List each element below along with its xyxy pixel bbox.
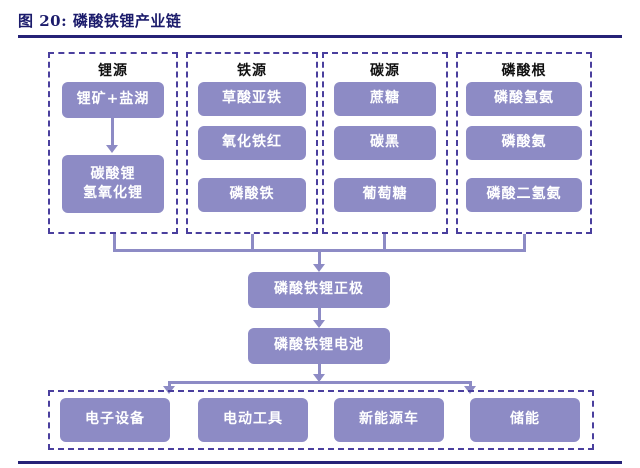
box-label: 磷酸二氢氨 xyxy=(486,186,562,203)
box-app-nev[interactable]: 新能源车 xyxy=(334,398,444,442)
arrow-battery-down xyxy=(313,374,325,382)
box-lithium-ore-brine[interactable]: 锂矿+盐湖 xyxy=(62,82,164,118)
connector-stub-phosphate xyxy=(523,234,526,252)
box-label: 电动工具 xyxy=(223,411,283,428)
box-iron-oxide-red[interactable]: 氧化铁红 xyxy=(198,126,306,160)
box-lithium-carbonate-hydroxide[interactable]: 碳酸锂 氢氧化锂 xyxy=(62,155,164,213)
group-applications xyxy=(48,390,594,450)
arrow-merge-to-cathode xyxy=(313,264,325,272)
box-label-line-2: 氢氧化锂 xyxy=(83,185,143,201)
box-ammonium-dihydrogen-phosphate[interactable]: 磷酸二氢氨 xyxy=(466,178,582,212)
connector-stub-carbon xyxy=(383,234,386,252)
arrow-lithium-down xyxy=(106,145,118,153)
connector-stub-iron xyxy=(251,234,254,252)
box-glucose[interactable]: 葡萄糖 xyxy=(334,178,436,212)
connector-lithium-vertical xyxy=(111,118,114,150)
box-label: 锂矿+盐湖 xyxy=(76,91,150,108)
box-sucrose[interactable]: 蔗糖 xyxy=(334,82,436,116)
group-title-iron: 铁源 xyxy=(237,63,267,79)
box-label: 蔗糖 xyxy=(370,90,400,107)
box-label: 磷酸氢氨 xyxy=(494,90,554,107)
group-carbon: 碳源 xyxy=(322,52,448,234)
box-label-line-1: 碳酸锂 xyxy=(90,166,136,183)
box-label: 碳黑 xyxy=(370,134,400,151)
box-ammonium-phosphate[interactable]: 磷酸氨 xyxy=(466,126,582,160)
footer-divider-rule xyxy=(18,461,622,464)
box-lfp-cathode[interactable]: 磷酸铁锂正极 xyxy=(248,272,390,308)
box-label: 葡萄糖 xyxy=(362,186,408,203)
connector-stub-lithium xyxy=(113,234,116,252)
group-iron: 铁源 xyxy=(186,52,318,234)
group-title-phosphate: 磷酸根 xyxy=(501,63,547,79)
box-label: 磷酸氨 xyxy=(501,134,547,151)
box-label: 储能 xyxy=(510,411,540,428)
box-label: 氧化铁红 xyxy=(222,134,282,151)
box-carbon-black[interactable]: 碳黑 xyxy=(334,126,436,160)
box-label: 草酸亚铁 xyxy=(222,90,282,107)
connector-merge-to-cathode xyxy=(318,249,321,269)
group-title-lithium: 锂源 xyxy=(98,63,128,79)
box-app-storage[interactable]: 储能 xyxy=(470,398,580,442)
box-ammonium-hydrogen-phosphate[interactable]: 磷酸氢氨 xyxy=(466,82,582,116)
connector-fanout-bar xyxy=(168,381,472,384)
box-label: 磷酸铁 xyxy=(229,186,275,203)
box-label: 磷酸铁锂电池 xyxy=(274,337,364,354)
box-label: 磷酸铁锂正极 xyxy=(274,281,364,298)
box-app-power-tools[interactable]: 电动工具 xyxy=(198,398,308,442)
group-title-carbon: 碳源 xyxy=(370,63,400,79)
figure-title: 图 20: 磷酸铁锂产业链 xyxy=(18,12,182,30)
group-phosphate: 磷酸根 xyxy=(456,52,592,234)
box-lfp-battery[interactable]: 磷酸铁锂电池 xyxy=(248,328,390,364)
box-label: 新能源车 xyxy=(359,411,419,428)
box-iron-phosphate[interactable]: 磷酸铁 xyxy=(198,178,306,212)
group-lithium: 锂源 xyxy=(48,52,178,234)
title-divider-rule xyxy=(18,35,622,38)
box-label: 电子设备 xyxy=(85,411,145,428)
arrow-cathode-to-battery xyxy=(313,320,325,328)
connector-battery-down xyxy=(318,364,321,380)
connector-cathode-to-battery xyxy=(318,308,321,326)
box-app-electronics[interactable]: 电子设备 xyxy=(60,398,170,442)
box-ferrous-oxalate[interactable]: 草酸亚铁 xyxy=(198,82,306,116)
